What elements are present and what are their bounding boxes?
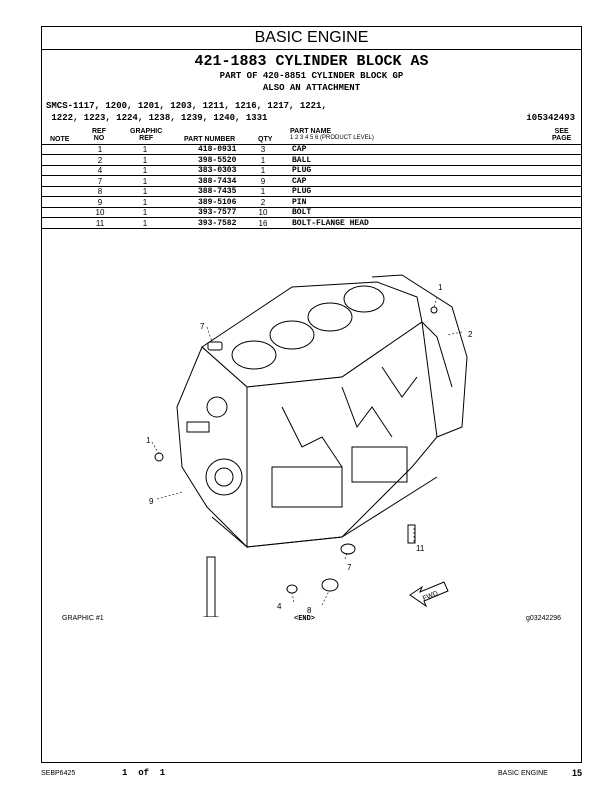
col-note: NOTE xyxy=(50,136,70,143)
part-name-cell: BOLT xyxy=(292,208,312,217)
part-number-cell: 388-7434 xyxy=(198,176,237,186)
ref-cell: 10 xyxy=(95,208,105,217)
graphic-cell: 1 xyxy=(142,218,148,228)
callout-2: 2 xyxy=(468,330,473,339)
callout-4: 4 xyxy=(277,602,282,611)
part-number-cell: 418-0931 xyxy=(198,145,237,154)
ref-cell: 7 xyxy=(97,176,103,186)
ref-cell: 1 xyxy=(97,145,103,154)
part-title: 421-1883 CYLINDER BLOCK AS xyxy=(194,53,429,70)
part-name-cell: CAP xyxy=(292,145,307,154)
ref-cell: 8 xyxy=(97,187,103,196)
graphic-id: g03242296 xyxy=(526,615,562,622)
footer-section: BASIC ENGINE xyxy=(498,770,548,777)
part-name-cell: BOLT-FLANGE HEAD xyxy=(292,218,369,228)
part-of-line: PART OF 420-8851 CYLINDER BLOCK GP xyxy=(219,71,404,81)
doc-id: SEBP6425 xyxy=(41,770,76,777)
qty-cell: 1 xyxy=(260,187,266,196)
header-rule xyxy=(42,144,581,145)
page-of: 1 of 1 xyxy=(122,768,166,778)
graphic-cell: 1 xyxy=(142,176,148,186)
col-see-page: SEE PAGE xyxy=(552,128,572,142)
callout-8: 8 xyxy=(307,606,312,615)
page-number: 15 xyxy=(572,768,583,778)
table-row: 4 1 383-0303 1 PLUG xyxy=(42,166,581,176)
col-product-level: 1 2 3 4 5 6 (PRODUCT LEVEL) xyxy=(290,135,374,141)
page-frame: BASIC ENGINE 421-1883 CYLINDER BLOCK AS … xyxy=(41,26,582,763)
qty-cell: 3 xyxy=(260,145,266,154)
col-part-number: PART NUMBER xyxy=(184,136,236,143)
col-ref-no: REF NO xyxy=(92,128,106,142)
attachment-line: ALSO AN ATTACHMENT xyxy=(262,83,361,93)
part-name-cell: PLUG xyxy=(292,166,312,175)
part-name-cell: PLUG xyxy=(292,187,312,196)
graphic-cell: 1 xyxy=(142,145,148,154)
qty-cell: 1 xyxy=(260,155,266,165)
graphic-cell: 1 xyxy=(142,197,148,207)
col-graphic-ref: GRAPHIC REF xyxy=(130,128,163,142)
graphic-cell: 1 xyxy=(142,155,148,165)
part-number-cell: 388-7435 xyxy=(198,187,237,196)
graphic-cell: 1 xyxy=(142,187,148,196)
callout-9: 9 xyxy=(149,497,154,506)
section-header: BASIC ENGINE xyxy=(42,27,581,50)
smcs-line-1: SMCS-1117, 1200, 1201, 1203, 1211, 1216,… xyxy=(46,101,327,111)
callout-1-left: 1 xyxy=(146,436,151,445)
callout-11: 11 xyxy=(416,544,425,553)
table-row: 10 1 393-7577 10 BOLT xyxy=(42,208,581,218)
part-number-cell: 393-7577 xyxy=(198,208,237,217)
part-number-cell: 393-7582 xyxy=(198,218,237,228)
part-name-cell: PIN xyxy=(292,197,307,207)
qty-cell: 2 xyxy=(260,197,266,207)
qty-cell: 1 xyxy=(260,166,266,175)
illustration-id: i05342493 xyxy=(526,113,575,123)
table-row: 7 1 388-7434 9 CAP xyxy=(42,177,581,187)
graphic-label: GRAPHIC #1 xyxy=(62,615,104,622)
ref-cell: 4 xyxy=(97,166,103,175)
part-number-cell: 389-5106 xyxy=(198,197,237,207)
part-name-cell: CAP xyxy=(292,176,307,186)
ref-cell: 9 xyxy=(97,197,103,207)
callout-7-top: 7 xyxy=(200,322,205,331)
smcs-line-2: 1222, 1223, 1224, 1238, 1239, 1240, 1331 xyxy=(46,113,268,123)
graphic-cell: 1 xyxy=(142,166,148,175)
table-row: 1 1 418-0931 3 CAP xyxy=(42,145,581,155)
fwd-arrow-icon: FWD xyxy=(409,581,449,608)
qty-cell: 10 xyxy=(258,208,268,217)
callout-1-top: 1 xyxy=(438,283,443,292)
qty-cell: 16 xyxy=(258,218,268,228)
end-marker: <END> xyxy=(294,615,316,623)
callout-7-bottom: 7 xyxy=(347,563,352,572)
table-row: 2 1 398-5520 1 BALL xyxy=(42,156,581,166)
graphic-cell: 1 xyxy=(142,208,148,217)
ref-cell: 2 xyxy=(97,155,103,165)
cylinder-block-illustration: 1 2 7 1 9 11 7 4 8 10 FWD xyxy=(146,274,473,617)
table-row: 8 1 388-7435 1 PLUG xyxy=(42,187,581,197)
table-row: 9 1 389-5106 2 PIN xyxy=(42,198,581,208)
part-number-cell: 398-5520 xyxy=(198,155,237,165)
part-name-cell: BALL xyxy=(292,155,312,165)
part-number-cell: 383-0303 xyxy=(198,166,237,175)
ref-cell: 11 xyxy=(95,218,105,228)
col-qty: QTY xyxy=(258,136,273,143)
qty-cell: 9 xyxy=(260,176,266,186)
col-part-name: PART NAME xyxy=(290,128,332,135)
